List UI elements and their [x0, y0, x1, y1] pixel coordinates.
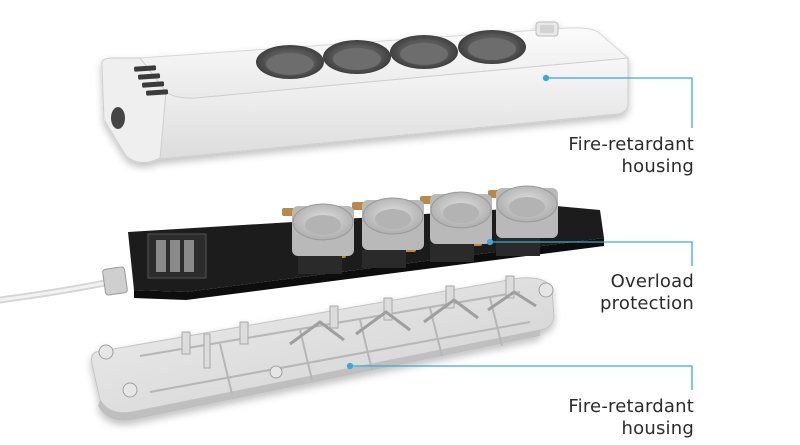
- top-housing: [101, 21, 630, 163]
- bottom-housing: [91, 275, 555, 421]
- leader-line-1: [542, 74, 693, 128]
- callout-1-line-1: Fire-retardant: [568, 134, 694, 155]
- callout-fire-retardant-housing-top: Fire-retardant housing: [568, 134, 694, 178]
- callout-overload-protection: Overload protection: [600, 271, 694, 315]
- pcb-assembly: [0, 185, 604, 304]
- top-socket-openings: [256, 30, 526, 79]
- callout-3-line-2: housing: [621, 418, 694, 439]
- leader-lines: [346, 74, 693, 390]
- leader-line-3: [346, 362, 693, 390]
- callout-2-line-2: protection: [600, 293, 694, 314]
- leader-line-2: [486, 238, 693, 266]
- callout-fire-retardant-housing-bottom: Fire-retardant housing: [568, 396, 694, 440]
- callout-2-line-1: Overload: [610, 271, 694, 292]
- socket-modules: [292, 185, 558, 256]
- usb-ports: [133, 65, 169, 96]
- callout-3-line-1: Fire-retardant: [568, 396, 694, 417]
- cord-inlet: [111, 107, 125, 129]
- callout-1-line-2: housing: [621, 156, 694, 177]
- usb-module: [147, 233, 207, 279]
